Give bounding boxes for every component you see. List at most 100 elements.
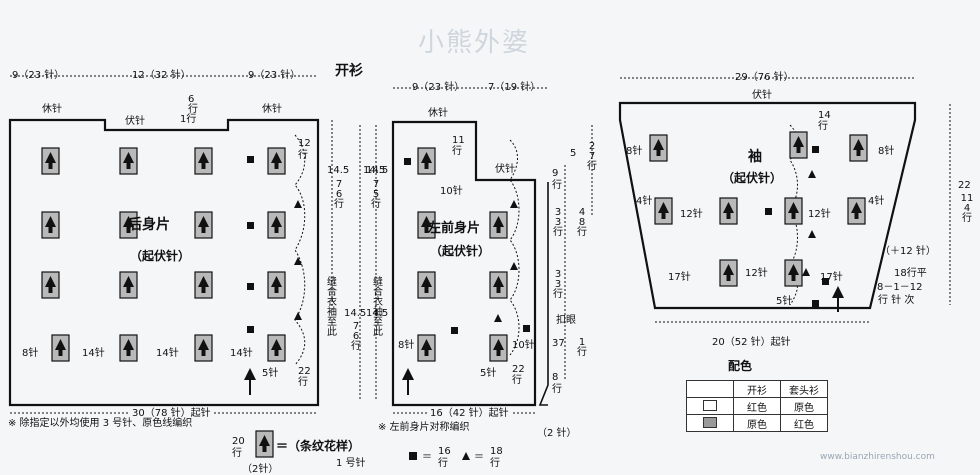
pattern-width: （2针）	[242, 464, 279, 475]
color-table-header: 开衫 套头衫	[686, 380, 828, 398]
back-side-dim-2: 14.5	[363, 165, 386, 176]
note-general: ※ 除指定以外均使用 3 号针、原色线编织	[8, 418, 193, 429]
square-eq: ＝	[422, 452, 432, 463]
sleeve-width: 20（52 针）起针	[712, 337, 791, 348]
pattern-rows-unit: 行	[232, 448, 242, 459]
sleeve-top-bind: 伏针	[752, 90, 772, 101]
back-side-rows: 76行	[334, 179, 344, 210]
back-neck-rows-unit: 行	[188, 104, 198, 115]
sleeve-height-rows: 114行	[960, 193, 974, 224]
front-top-dim-1: 9（23 针）	[412, 82, 465, 93]
color-header-cardigan: 开衫	[733, 380, 781, 398]
dark-swatch	[703, 417, 717, 429]
back-count-2: 14针	[82, 348, 105, 359]
sleeve-method: （起伏针）	[722, 171, 783, 185]
front-bottom-rows-unit: 行	[512, 375, 522, 386]
front-side-33a: 33行	[553, 207, 563, 238]
pattern-needle: 1 号针	[336, 458, 366, 469]
square-marker-icon	[409, 452, 417, 460]
sleeve-count-r3: 17针	[820, 272, 843, 283]
triangle-marker-icon	[462, 452, 470, 460]
front-side-48: 48行	[577, 207, 587, 238]
front-bottom-rows: 22	[512, 364, 525, 375]
sleeve-height: 22	[958, 180, 971, 191]
tri-rows-unit: 行	[490, 458, 500, 469]
color-row2-pullover: 红色	[780, 414, 828, 432]
sleeve-markers	[765, 146, 844, 312]
back-count-1: 8针	[22, 348, 39, 359]
site-watermark: www.bianzhirenshou.com	[820, 452, 935, 462]
page-title: 开衫	[335, 63, 363, 79]
front-side-9: 9	[552, 168, 559, 179]
sleeve-rows-rule: 8－1－12	[877, 282, 923, 293]
pattern-swatch-icon	[255, 430, 274, 458]
back-count-3: 14针	[156, 348, 179, 359]
front-side-9-unit: 行	[552, 180, 562, 191]
front-bottom-mid: 5针	[480, 368, 497, 379]
front-name: 左前身片	[428, 221, 481, 236]
color-title: 配色	[728, 359, 753, 373]
front-side-27: 27行	[587, 141, 597, 172]
back-shoulder-rows: 12	[298, 138, 311, 149]
sleeve-top-rows: 14	[818, 110, 831, 121]
color-row2-cardigan: 原色	[733, 414, 781, 432]
tri-eq: ＝	[474, 452, 484, 463]
color-header-blank	[686, 380, 734, 398]
note-symmetric: ※ 左前身片对称编织	[378, 422, 470, 433]
front-bh-one: 1行	[577, 337, 587, 358]
back-count-5: 5针	[262, 368, 279, 379]
pattern-rows: 20	[232, 436, 245, 447]
front-top-dim-2: 7（19 针）	[488, 82, 541, 93]
back-hem-mid: 伏针	[125, 116, 145, 127]
back-hem-left: 休针	[42, 104, 62, 115]
color-header-pullover: 套头衫	[780, 380, 828, 398]
back-neck-rows-num: 6	[188, 94, 195, 105]
back-count-4: 14针	[230, 348, 253, 359]
front-markers	[402, 158, 530, 395]
sleeve-count-m1: 12针	[680, 209, 703, 220]
front-side-33b: 33行	[553, 269, 563, 300]
front-center-count: 10针	[440, 186, 463, 197]
sleeve-count-l1: 8针	[626, 146, 643, 157]
color-row1-cardigan: 红色	[733, 397, 781, 415]
back-hem-right: 休针	[262, 104, 282, 115]
watermark-text: 小熊外婆	[418, 28, 531, 58]
sleeve-count-l3: 17针	[668, 272, 691, 283]
back-top-dim-3: 9（23 针）	[248, 70, 301, 81]
front-seam-label: 缝合衣袖至此	[373, 277, 383, 338]
front-shoulder-rows-unit: 行	[452, 146, 462, 157]
sleeve-count-m3: 12针	[745, 268, 768, 279]
back-seam-rows: 76行	[351, 321, 361, 352]
front-eight: 8	[552, 372, 559, 383]
front-left-rows: 75行	[371, 179, 381, 210]
square-rows: 16	[438, 446, 451, 457]
table-row: 原色 红色	[686, 414, 828, 432]
sleeve-outline	[618, 101, 917, 310]
back-seam-num: 14.5	[344, 308, 367, 319]
back-width: 30（78 针）起针	[130, 408, 213, 419]
square-rows-unit: 行	[438, 458, 448, 469]
sleeve-bottom-mid: 5针	[776, 296, 793, 307]
pattern-name: ＝（条纹花样）	[276, 439, 361, 453]
sleeve-increase: （＋12 针）	[880, 246, 936, 257]
sleeve-top-dim: 29（76 针）	[735, 72, 794, 83]
back-bottom-rows-unit: 行	[298, 377, 308, 388]
back-method: （起伏针）	[130, 249, 191, 263]
back-markers	[244, 156, 302, 395]
sleeve-rule-words: 行 针 次	[878, 295, 915, 306]
front-bottom-left: 8针	[398, 340, 415, 351]
front-seam-num: 14.5	[366, 308, 389, 319]
back-piece-outline	[8, 118, 320, 407]
table-row: 红色 原色	[686, 397, 828, 415]
back-side-dim: 14.5	[327, 165, 350, 176]
sleeve-count-r1: 8针	[878, 146, 895, 157]
front-piece-outline	[391, 120, 537, 407]
back-top-dim-1: 9（23 针）	[12, 70, 65, 81]
color-table: 开衫 套头衫 红色 原色 原色 红色	[686, 380, 828, 432]
front-left-dim: 14.5	[366, 165, 389, 176]
back-neck-rows-tail: 1行	[180, 114, 197, 125]
color-row1-pullover: 原色	[780, 397, 828, 415]
front-hem: 休针	[428, 108, 448, 119]
sleeve-top-rows-unit: 行	[818, 121, 828, 132]
